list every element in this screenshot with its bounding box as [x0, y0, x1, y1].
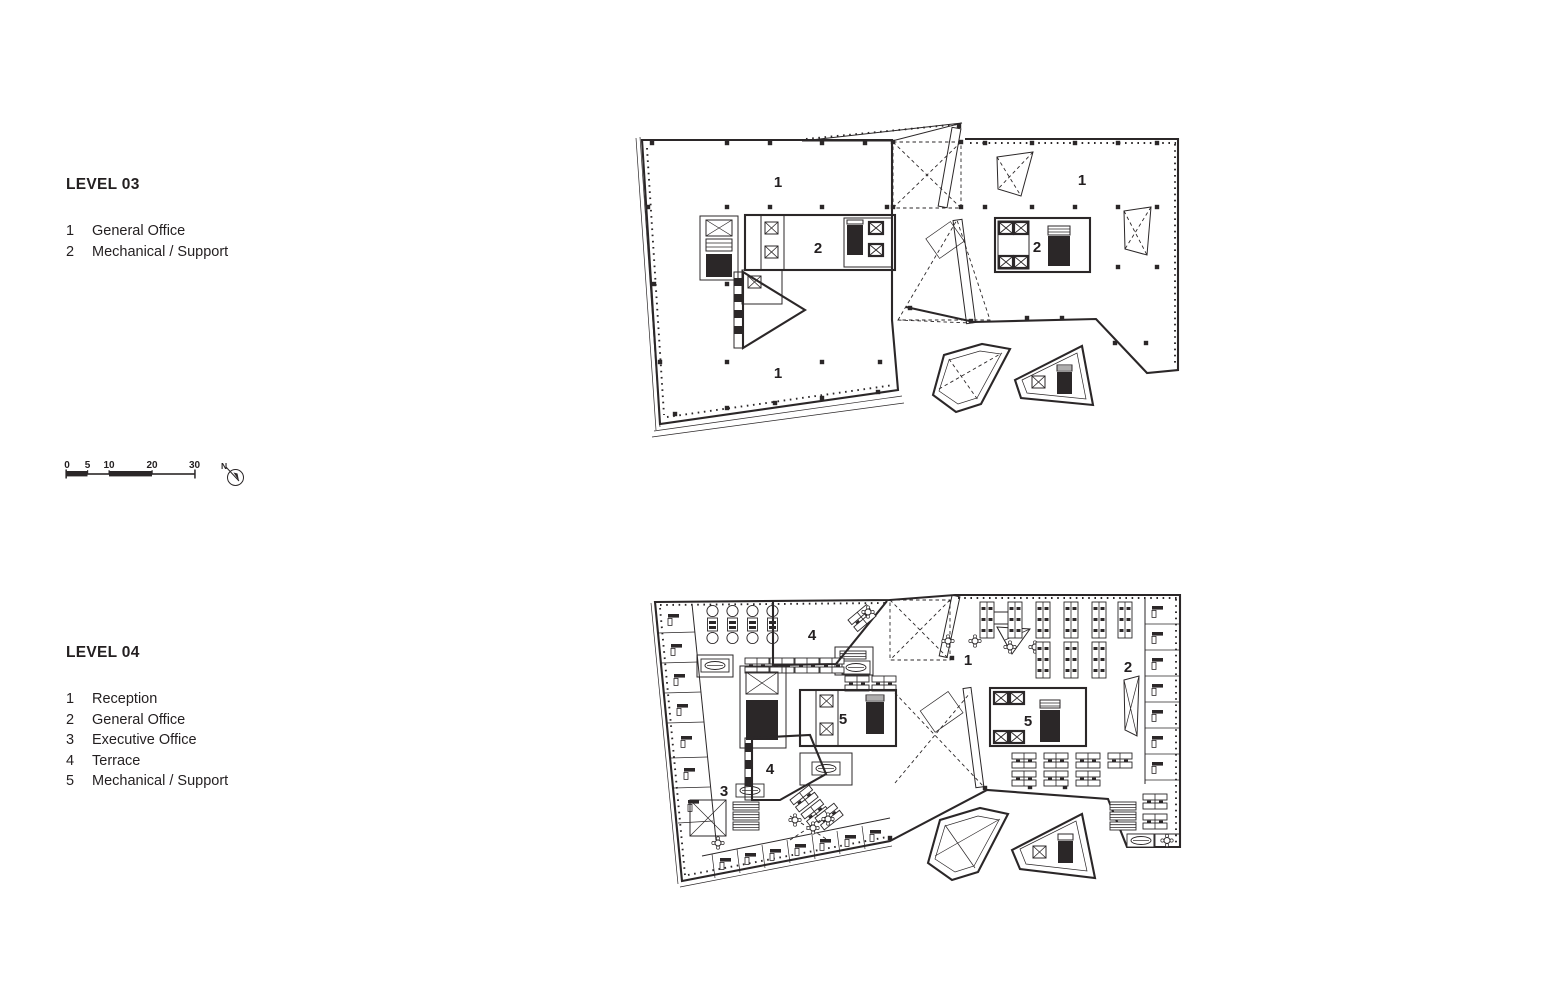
- legend-item-number: 4: [66, 752, 75, 769]
- legend-item: 5 Mechanical / Support: [66, 771, 228, 792]
- legend-item-number: 5: [66, 773, 75, 790]
- stair-triangle: [733, 270, 808, 350]
- room-number: 2: [1033, 239, 1041, 256]
- core-mechanical-right: [993, 216, 1092, 274]
- room-number: 1: [774, 365, 782, 382]
- legend-item-number: 1: [66, 691, 75, 707]
- legend-item: 1 General Office: [66, 221, 228, 242]
- scale-bar: 0 5 10 20 30: [62, 458, 212, 486]
- level03-plan: 1 2 1: [630, 112, 1190, 447]
- bridge: [937, 126, 962, 209]
- scale-bar-tick: [151, 470, 153, 475]
- terrace-north: [771, 600, 888, 667]
- room-number: 1: [1078, 172, 1086, 189]
- level04-pods: [926, 806, 1097, 882]
- room-number: 2: [814, 240, 822, 257]
- room-number: 5: [1024, 713, 1032, 730]
- stair-run: [919, 690, 964, 733]
- kite-pod: [931, 342, 1012, 414]
- north-circle: [227, 469, 244, 486]
- left-wing-furniture: [696, 604, 897, 749]
- legend-item: 3 Executive Office: [66, 730, 228, 751]
- scale-bar-end-tick: [65, 469, 67, 479]
- level04-legend: LEVEL 04 1 Reception 2 General Office 3 …: [66, 644, 228, 792]
- right-office-strip: [1144, 598, 1180, 784]
- scale-bar-tick: [87, 470, 89, 475]
- ramp-bridge: [962, 686, 985, 789]
- right-wing-desks: [979, 601, 1140, 787]
- legend-item-label: Mechanical / Support: [92, 773, 229, 790]
- legend-item-number: 2: [66, 243, 75, 260]
- scale-bar-graphic: 0 5 10 20 30: [64, 460, 201, 479]
- core-mechanical-right: [988, 686, 1088, 748]
- scale-tick-label: 5: [85, 460, 91, 471]
- level03-title: LEVEL 03: [66, 176, 140, 193]
- core-mechanical-left: [741, 213, 897, 305]
- north-needle-head: [233, 472, 239, 481]
- legend-item-number: 3: [66, 732, 75, 749]
- legend-item-label: Executive Office: [92, 732, 197, 749]
- legend-item-label: Mechanical / Support: [92, 243, 229, 260]
- legend-item-number: 1: [66, 223, 75, 239]
- level04-legend-rows: 1 Reception 2 General Office 3 Executive…: [66, 689, 228, 792]
- legend-item-number: 2: [66, 711, 75, 728]
- kite-pod: [926, 806, 1010, 882]
- stair-run: [925, 221, 965, 259]
- level03-pods: [931, 342, 1095, 414]
- scale-tick-label: 10: [103, 460, 115, 471]
- executive-zone: [689, 783, 765, 850]
- legend-item: 4 Terrace: [66, 751, 228, 772]
- level03-legend-rows: 1 General Office 2 Mechanical / Support: [66, 221, 228, 262]
- legend-item-label: Terrace: [92, 752, 141, 769]
- triangle-pod: [1010, 812, 1097, 880]
- scale-tick-label: 30: [189, 460, 201, 471]
- room-number: 4: [766, 761, 775, 778]
- legend-item: 2 Mechanical / Support: [66, 242, 228, 263]
- bottom-office-strip: [701, 817, 891, 879]
- room-number: 3: [720, 783, 728, 800]
- scale-bar-segment: [66, 471, 88, 477]
- skylight-kite: [996, 151, 1034, 197]
- bottom-right-zone: [1109, 793, 1181, 848]
- north-arrow: N: [218, 459, 250, 491]
- level04-plan: 4 1 2 5 5 4 3: [640, 588, 1190, 900]
- room-number: 1: [964, 652, 972, 669]
- core-mechanical-left: [798, 688, 898, 786]
- triangle-pod: [1013, 344, 1095, 407]
- legend-item-label: General Office: [92, 223, 186, 239]
- north-arrow-graphic: N: [221, 461, 244, 486]
- level03-left-wing: 1 2 1: [635, 122, 963, 438]
- room-number: 4: [808, 627, 817, 644]
- level04-plan-graphic: 4 1 2 5 5 4 3: [650, 593, 1182, 888]
- left-office-strip: [657, 603, 717, 841]
- ramp-bridge: [952, 218, 977, 325]
- scale-bar-tick: [108, 470, 110, 475]
- terrace-middle: [744, 733, 844, 841]
- skylight-kite: [1123, 206, 1152, 256]
- room-number: 5: [839, 711, 847, 728]
- room-number: 2: [1124, 659, 1132, 676]
- legend-item: 2 General Office: [66, 710, 228, 731]
- scale-tick-label: 20: [146, 460, 158, 471]
- scale-tick-label: 0: [64, 460, 70, 471]
- level04-title: LEVEL 04: [66, 644, 140, 661]
- scale-bar-segment: [109, 471, 152, 477]
- skylight-kite: [1123, 675, 1140, 737]
- room-number: 1: [774, 174, 782, 191]
- legend-item-label: Reception: [92, 691, 158, 707]
- scale-bar-end-tick: [194, 469, 196, 479]
- level03-plan-graphic: 1 2 1: [635, 122, 1180, 438]
- level03-legend: LEVEL 03 1 General Office 2 Mechanical /…: [66, 176, 228, 262]
- roof-prow: [801, 122, 963, 142]
- level03-right-wing: 1 2: [905, 137, 1180, 375]
- north-label: N: [221, 461, 227, 471]
- core-elevator-left: [699, 215, 739, 281]
- north-needle: [225, 466, 240, 482]
- legend-item: 1 Reception: [66, 689, 228, 710]
- legend-item-label: General Office: [92, 711, 186, 728]
- level03-atrium: [890, 123, 991, 325]
- bridge: [938, 594, 961, 659]
- level04-atrium: [887, 594, 1068, 841]
